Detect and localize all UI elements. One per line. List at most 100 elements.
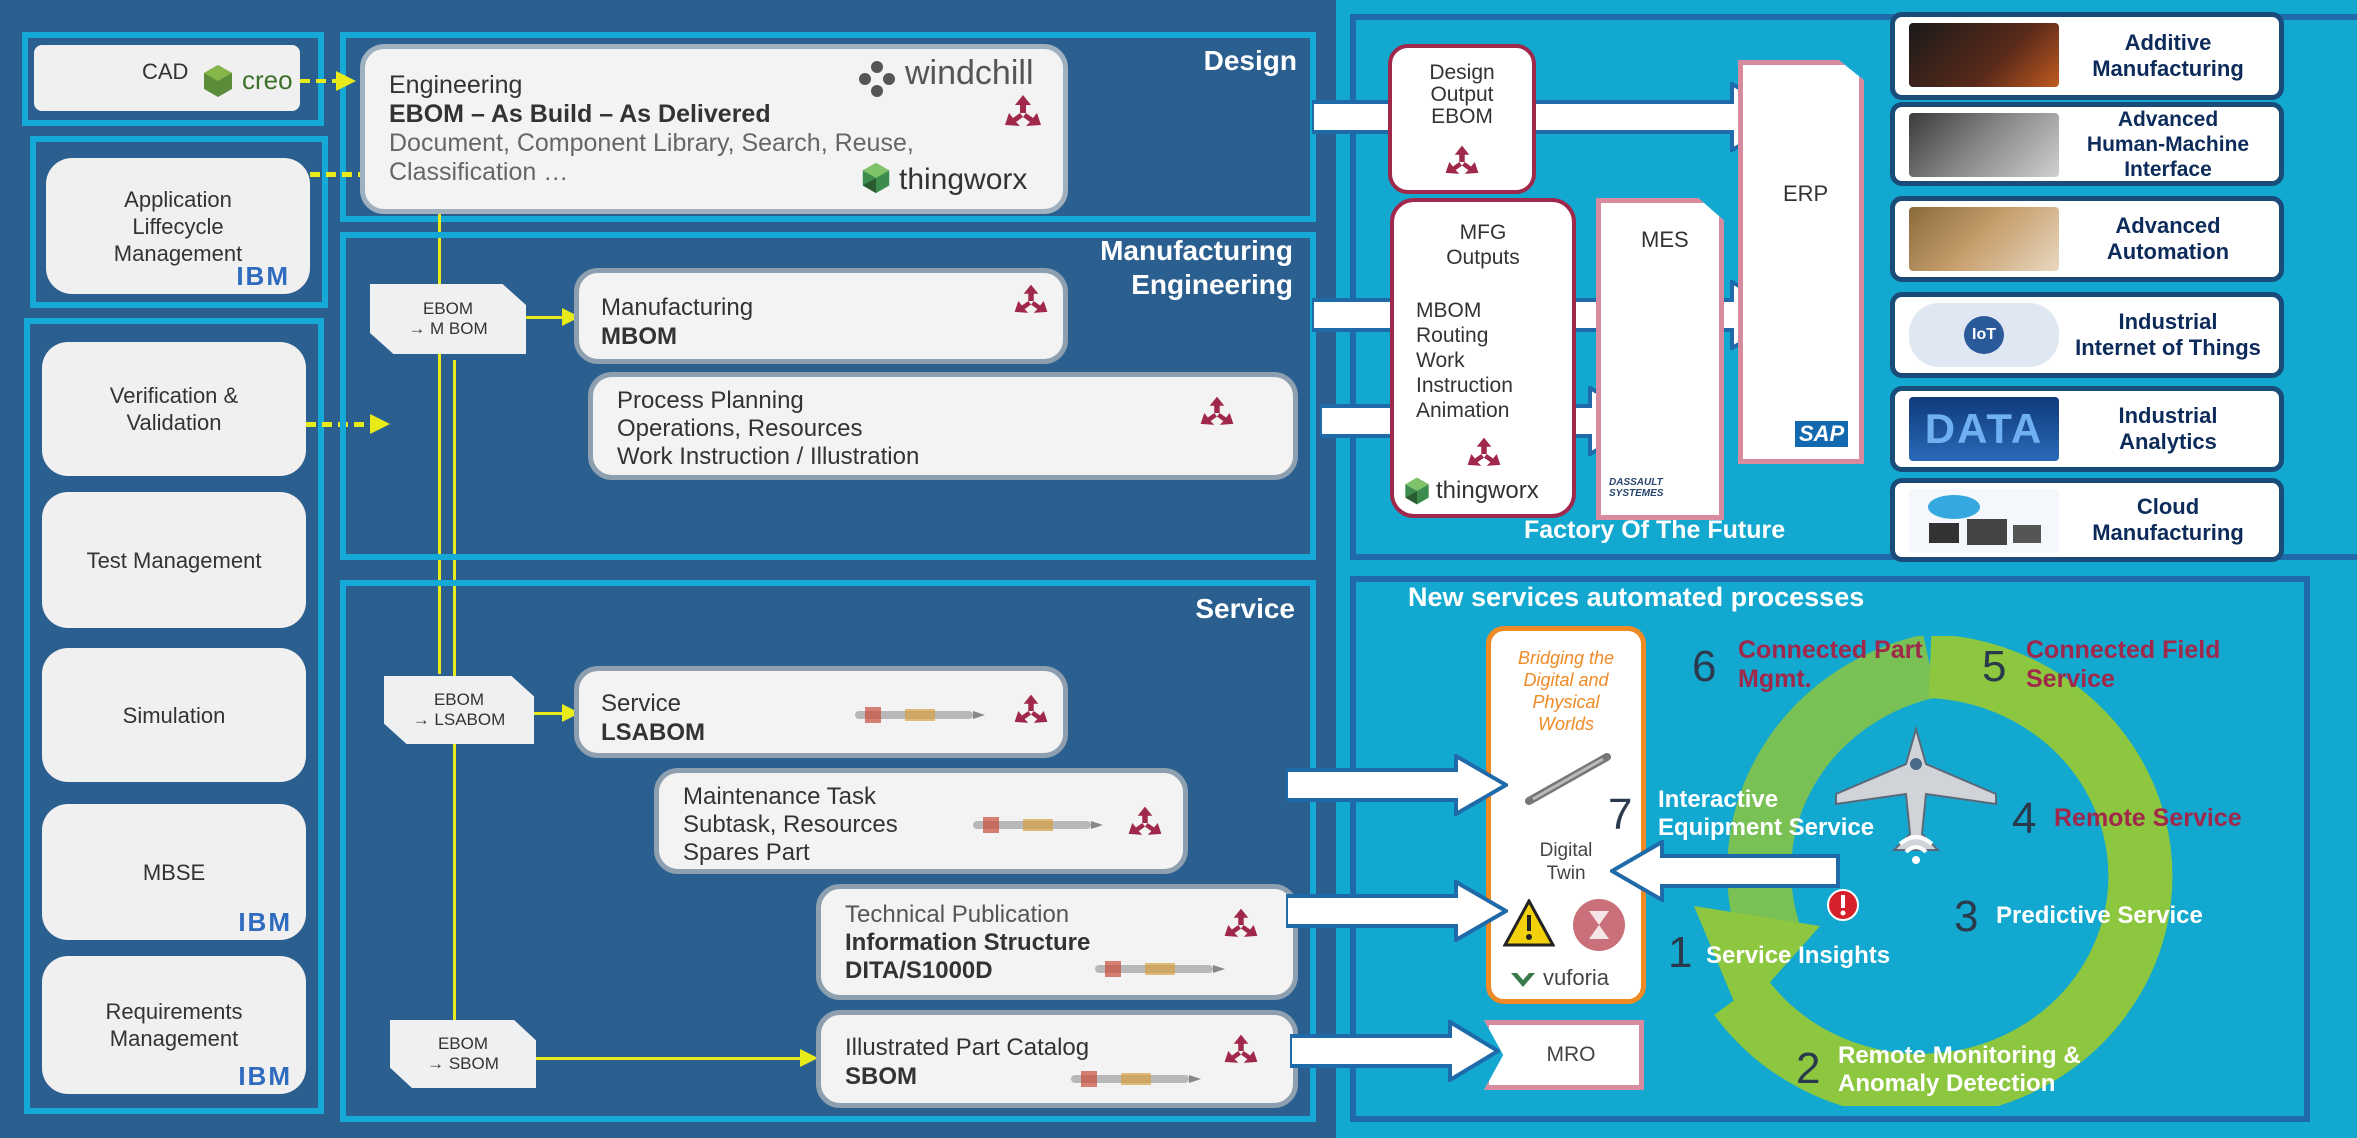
service-item-line: Anomaly Detection <box>1838 1070 2056 1097</box>
alm-line-2: Liffecycle <box>132 213 224 239</box>
tech-line: Industrial <box>2118 309 2218 334</box>
mfg-outputs-box[interactable]: MFG Outputs MBOM Routing Work Instructio… <box>1390 198 1576 518</box>
windchill-logo: windchill <box>905 54 1034 92</box>
ipc-card[interactable]: Illustrated Part Catalog SBOM <box>816 1010 1298 1108</box>
service-item-line: Remote Service <box>2054 804 2242 832</box>
twin-label-line-1: Digital <box>1539 840 1593 861</box>
mfg-outputs-title: MFG Outputs <box>1394 220 1572 270</box>
alm-to-engineering-line <box>310 172 360 177</box>
3d-printer-photo-icon <box>1909 23 2059 87</box>
requirements-box[interactable]: Requirements Management IBM <box>42 956 306 1094</box>
mro-label: MRO <box>1546 1043 1596 1066</box>
test-management-box[interactable]: Test Management <box>42 492 306 628</box>
mfg-output-item: MBOM <box>1416 299 1482 322</box>
service-number: 5 <box>1982 642 2007 691</box>
tech-line: Interface <box>2124 157 2212 181</box>
arrowhead-icon <box>336 71 356 91</box>
verification-box[interactable]: Verification & Validation <box>42 342 306 476</box>
vuforia-logo-icon <box>1511 973 1535 987</box>
service-number: 3 <box>1954 892 1979 941</box>
thingworx-logo: thingworx <box>1436 477 1539 504</box>
remote-service-label: Remote Service <box>2054 804 2242 833</box>
mes-box[interactable]: MES DASSAULT SYSTEMES <box>1596 198 1724 520</box>
ipc-line-1: Illustrated Part Catalog <box>845 1034 1090 1061</box>
services-title: New services automated processes <box>1408 582 1865 612</box>
digital-twin-box[interactable]: Bridging the Digital and Physical Worlds… <box>1486 626 1646 1004</box>
design-output-box[interactable]: Design Output EBOM <box>1388 44 1536 194</box>
mro-box[interactable]: MRO <box>1484 1020 1644 1090</box>
design-to-erp-arrow <box>1312 82 1792 152</box>
alm-box[interactable]: Application Liffecycle Management IBM <box>46 158 310 294</box>
twin-label: Digital Twin <box>1491 839 1641 885</box>
engineering-line-4: Classification … <box>389 158 569 186</box>
simulation-box[interactable]: Simulation <box>42 648 306 782</box>
service-line-1: Service <box>601 690 682 717</box>
vr-headset-photo-icon <box>1909 113 2059 177</box>
ebom-mbom-tag-line-1: EBOM <box>422 299 474 318</box>
connected-field-service-label: Connected Field Service <box>2026 636 2220 694</box>
alm-frame <box>30 136 328 308</box>
service-insights-label: Service Insights <box>1706 942 1890 970</box>
services-frame <box>1350 576 2310 1122</box>
techpub-line-1: Technical Publication <box>845 901 1070 928</box>
service-item-line: Connected Part <box>1738 636 1923 664</box>
erp-box[interactable]: ERP SAP <box>1738 60 1864 464</box>
mfg-output-item: Routing <box>1416 324 1489 347</box>
thingworx-logo-icon <box>862 162 890 194</box>
service-item-line: Connected Field <box>2026 636 2221 664</box>
process-planning-card[interactable]: Process Planning Operations, Resources W… <box>588 372 1298 480</box>
service-item-line: Equipment Service <box>1658 814 1875 841</box>
engineering-line-2: EBOM – As Build – As Delivered <box>389 100 771 128</box>
engineering-card[interactable]: Engineering EBOM – As Build – As Deliver… <box>360 44 1068 214</box>
maintenance-card[interactable]: Maintenance Task Subtask, Resources Spar… <box>654 768 1188 874</box>
mes-label: MES <box>1641 227 1689 252</box>
tech-line: Analytics <box>2119 429 2217 454</box>
ebom-lsabom-tag-line-1: EBOM <box>433 690 485 709</box>
requirements-line-2: Management <box>109 1026 239 1051</box>
thingworx-logo-icon <box>1405 477 1429 505</box>
cad-to-engineering-line <box>300 79 348 83</box>
ebom-sbom-tag: EBOM → SBOM <box>390 1020 536 1088</box>
cloud-devices-photo-icon <box>1909 489 2059 553</box>
bom-move-icon <box>1467 437 1501 466</box>
wireless-icon <box>1898 835 1934 864</box>
manufacturing-card[interactable]: Manufacturing MBOM <box>574 268 1068 364</box>
service-lsabom-card[interactable]: Service LSABOM <box>574 666 1068 758</box>
tech-line: Advanced <box>2115 213 2221 238</box>
bom-move-icon <box>1224 1034 1258 1063</box>
ebom-trunk-line <box>438 214 441 674</box>
ebom-mbom-tag: EBOM → M BOM <box>370 284 526 354</box>
service-item-line: Predictive Service <box>1996 902 2203 929</box>
tech-line: Manufacturing <box>2092 56 2244 81</box>
mbse-box[interactable]: MBSE IBM <box>42 804 306 940</box>
bom-move-icon <box>1128 806 1162 835</box>
service-number: 7 <box>1608 790 1633 839</box>
cad-box[interactable]: CAD creo <box>34 45 300 111</box>
bom-move-icon <box>1200 396 1234 425</box>
twin-italic-line: Bridging the <box>1517 648 1615 668</box>
design-output-line-2: Output <box>1430 83 1494 106</box>
tech-line: Automation <box>2106 239 2230 264</box>
windchill-logo-icon <box>859 61 895 97</box>
techpub-line-2: Information Structure <box>845 929 1091 956</box>
maint-line-3: Spares Part <box>683 839 810 866</box>
maint-line-1: Maintenance Task <box>683 783 877 810</box>
interactive-equipment-label: Interactive Equipment Service <box>1658 786 1874 842</box>
remote-to-twin-arrow <box>1610 840 1840 902</box>
service-item-line: Mgmt. <box>1738 665 1812 693</box>
bom-move-icon <box>1224 908 1258 937</box>
techpub-card[interactable]: Technical Publication Information Struct… <box>816 884 1298 1000</box>
verification-line-2: Validation <box>126 410 222 435</box>
robot-hand-photo-icon <box>1909 207 2059 271</box>
tag-to-ipc-line <box>536 1057 808 1060</box>
engineering-line-3: Document, Component Library, Search, Reu… <box>389 129 914 157</box>
verification-line-1: Verification & <box>109 383 239 408</box>
arrowhead-icon <box>562 308 580 326</box>
mfg-output-item: Animation <box>1416 399 1510 422</box>
